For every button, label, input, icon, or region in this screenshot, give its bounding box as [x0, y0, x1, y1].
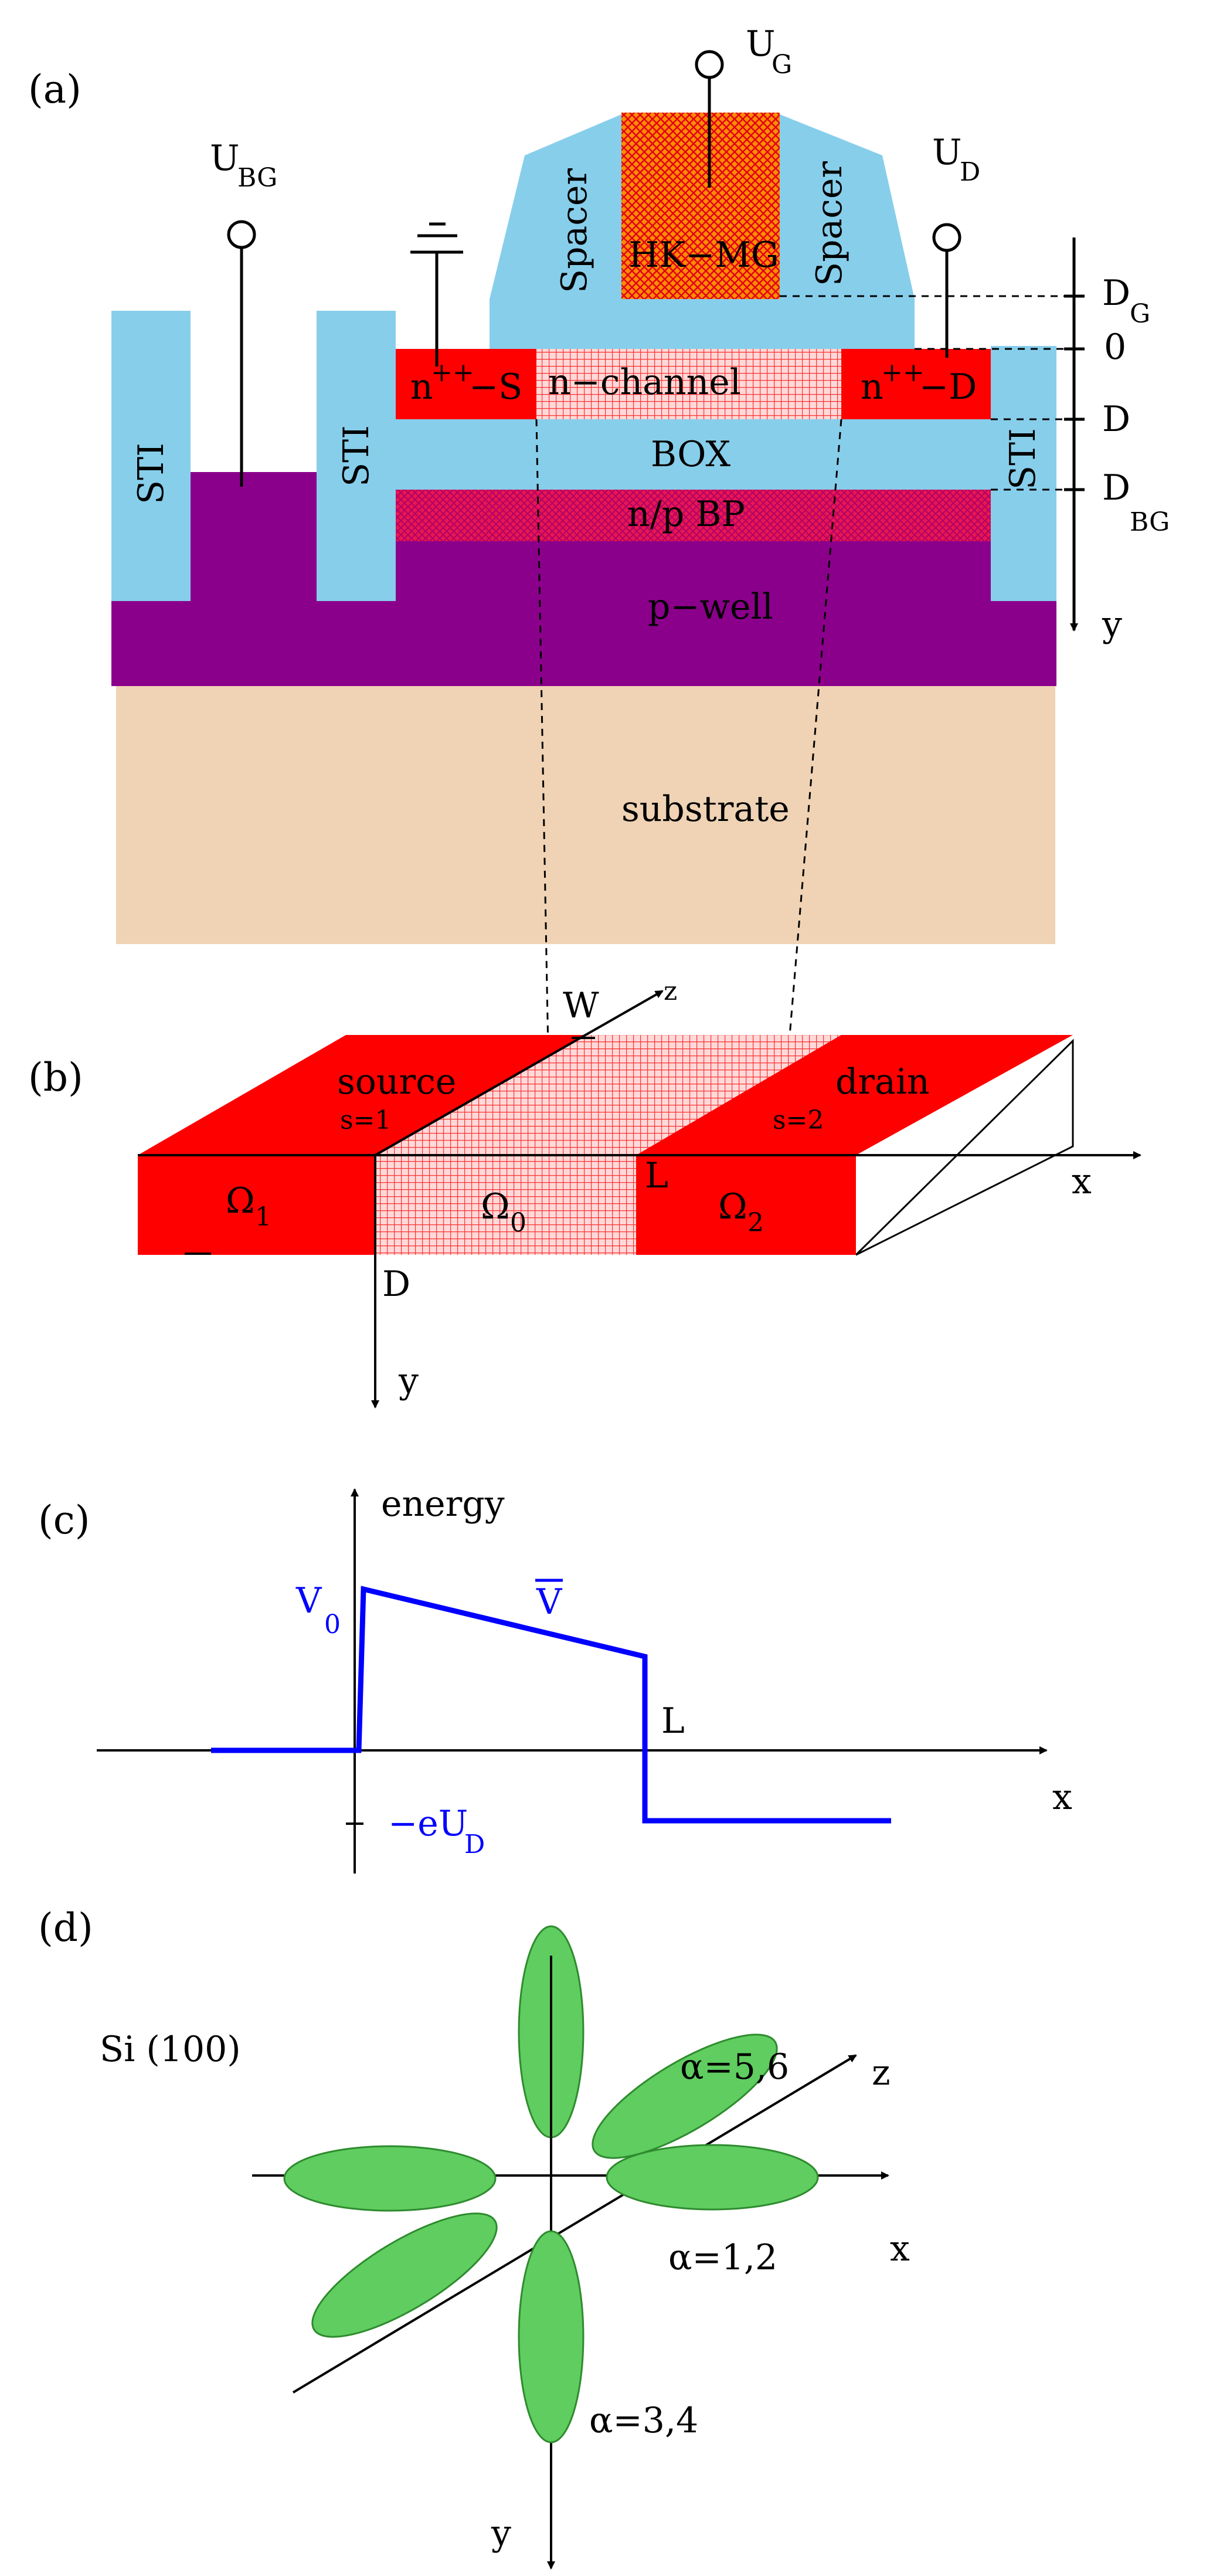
ud-contact [932, 223, 961, 358]
panel-a: (a) [28, 23, 1170, 1050]
back-plane [396, 490, 991, 541]
omega2-sub: 2 [747, 1208, 764, 1238]
bp-label: n/p BP [627, 494, 745, 535]
sti-right [991, 346, 1056, 601]
source-sup: ++ [431, 358, 474, 388]
source-label: n [410, 366, 433, 408]
eud-sub: D [464, 1830, 485, 1859]
w-label: W [563, 985, 599, 1026]
box-layer [396, 419, 991, 493]
energy-label: energy [381, 1484, 505, 1525]
panel-b: (b) W z source s=1 drain s=2 x Ω 1 Ω 0 Ω… [28, 976, 1141, 1409]
ug-sub: G [772, 50, 792, 80]
alpha12-label: α=1,2 [668, 2237, 777, 2278]
depth-axis [1064, 237, 1085, 632]
drain-tail: −D [919, 366, 977, 408]
alpha56-label: α=5,6 [680, 2046, 789, 2088]
panel-d-label: (d) [38, 1905, 93, 1950]
ug-label: U [746, 23, 776, 65]
p-well-label: p−well [648, 586, 773, 627]
dg-label: D [1102, 273, 1130, 314]
alpha34-label: α=3,4 [589, 2400, 698, 2441]
d-y-label: y [491, 2513, 511, 2554]
vbar-label: V [536, 1581, 563, 1623]
sti-left-inner [317, 311, 396, 601]
spacer-right-label: Spacer [809, 161, 850, 286]
spacer-left-label: Spacer [554, 168, 595, 293]
si-label: Si (100) [100, 2029, 241, 2070]
ground-contact [410, 222, 463, 366]
valley-z-minus [311, 2212, 498, 2338]
potential-profile [211, 1586, 891, 1824]
panel-c: (c) energy V 0 V L x −eU D [38, 1484, 1072, 1874]
channel-label: n−channel [548, 362, 741, 403]
panel-b-label: (b) [28, 1055, 83, 1100]
drain-sup: ++ [881, 358, 925, 388]
substrate-label: substrate [621, 789, 790, 830]
d-z-label: z [872, 2052, 891, 2093]
b-y-label: y [398, 1360, 419, 1401]
slab-channel-front [375, 1155, 636, 1255]
substrate-region [116, 683, 1055, 944]
valley-z-plus [592, 2034, 778, 2159]
channel-region [536, 349, 841, 419]
slab-drain-label: drain [835, 1061, 930, 1102]
panel-c-label: (c) [38, 1498, 90, 1543]
dbg-label: D [1102, 467, 1130, 508]
dg-sub: G [1130, 299, 1150, 329]
v0-label: V [295, 1580, 322, 1621]
omega1-label: Ω [226, 1180, 255, 1221]
depth-guides [780, 295, 1064, 491]
sti-left1-label: STI [131, 443, 172, 504]
sti-left-outer [111, 311, 191, 601]
ug-contact [695, 50, 724, 188]
d-x-label: x [890, 2228, 910, 2269]
valley-x-plus [606, 2144, 819, 2211]
gate-label: HK−MG [628, 235, 779, 276]
p-well-region [111, 601, 1056, 686]
ubg-sub: BG [237, 163, 277, 193]
omega1-sub: 1 [255, 1202, 271, 1232]
omega0-sub: 0 [510, 1208, 526, 1238]
drain-label: n [861, 366, 883, 408]
slab-s2-label: s=2 [773, 1105, 824, 1135]
b-d-label: D [382, 1264, 410, 1305]
valley-x-minus [283, 2145, 497, 2212]
ud-sub: D [960, 157, 980, 187]
b-x-label: x [1072, 1161, 1092, 1202]
sti-right-label: STI [1002, 428, 1044, 490]
box-label: BOX [651, 434, 730, 475]
panel-a-label: (a) [28, 67, 81, 112]
dbg-sub: BG [1130, 507, 1170, 537]
ubg-contact [227, 220, 256, 487]
ubg-label: U [210, 138, 240, 179]
c-l-label: L [661, 1701, 685, 1742]
valley-y-plus [518, 2230, 584, 2443]
slab-channel-top [375, 1035, 841, 1155]
slab-s1-label: s=1 [340, 1105, 391, 1135]
omega2-label: Ω [718, 1186, 747, 1227]
d-label: D [1102, 399, 1130, 440]
eud-label: −eU [388, 1803, 468, 1844]
slab-side-face [855, 1038, 1074, 1256]
gate-stack [621, 113, 780, 299]
b-l-label: L [645, 1155, 668, 1196]
panel-d: (d) Si (100) α=5,6 z x α=1,2 α=3,4 y [38, 1905, 910, 2570]
a-y-label: y [1102, 604, 1122, 645]
ud-label: U [932, 132, 962, 173]
energy-axes [97, 1488, 1048, 1874]
b-z-label: z [664, 976, 677, 1006]
sti-left2-label: STI [336, 425, 377, 487]
c-x-label: x [1052, 1777, 1072, 1818]
omega0-label: Ω [481, 1186, 510, 1227]
projection-lines [535, 419, 842, 1050]
v0-sub: 0 [324, 1610, 341, 1640]
source-tail: −S [469, 366, 522, 408]
zero-label: 0 [1104, 327, 1126, 368]
slab-source-label: source [337, 1061, 456, 1102]
valleys-front [283, 2144, 819, 2443]
slab-axes [138, 990, 1141, 1409]
